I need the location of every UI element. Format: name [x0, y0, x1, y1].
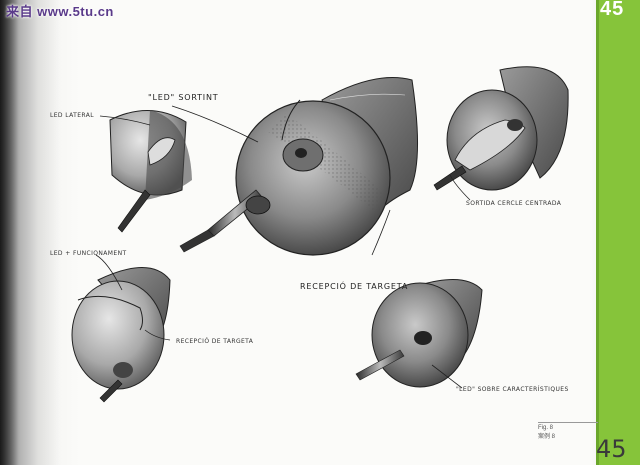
page-number-bottom: 45 [596, 435, 627, 463]
annotation-sortida-cercle-centrada: SORTIDA CERCLE CENTRADA [466, 200, 562, 207]
annotation-led-sortint: "LED" SORTINT [148, 93, 219, 102]
green-page-tab [596, 0, 640, 465]
annotation-led-sobre-caracteristiques: "LED" SOBRE CARACTERÍSTIQUES [456, 386, 569, 393]
page-number-top: 45 [600, 0, 625, 20]
caption-rule [538, 422, 598, 423]
figure-number: Fig. 8 [538, 425, 554, 431]
leader-lines [95, 105, 471, 389]
bottom-right-sketch [355, 279, 483, 388]
top-right-sketch [433, 66, 569, 191]
annotation-recepcio-de-targeta: RECEPCIÓ DE TARGETA [300, 282, 409, 291]
main-sketch [179, 77, 419, 256]
green-tab-edge [596, 0, 599, 465]
bottom-left-sketch [71, 267, 171, 403]
annotation-recepcio-targeta-small: RECEPCIÓ DE TARGETA [176, 338, 254, 345]
book-gutter-shadow [0, 0, 60, 465]
top-left-sketch [109, 110, 192, 233]
annotation-led-lateral: LED LATERAL [50, 112, 95, 119]
annotation-led-funcionament: LED + FUNCIONAMENT [50, 250, 127, 257]
watermark: 来自 www.5tu.cn [6, 4, 114, 19]
figure-caption-text: 案例 8 [538, 434, 556, 440]
figure-caption: Fig. 8 案例 8 [538, 422, 598, 442]
